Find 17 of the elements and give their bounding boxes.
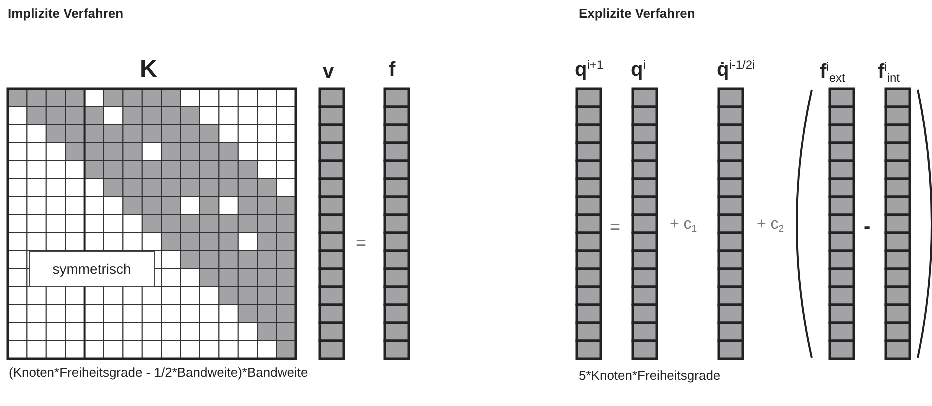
operator-term: + c$_{1}$	[670, 217, 698, 233]
matrix-symbol: K	[140, 58, 158, 82]
storage-formula: (Knoten*Freiheitsgrade - 1/2*Bandweite)*Bandweite	[9, 366, 308, 379]
vector-symbol: q$^{i+1}$	[575, 60, 604, 80]
operator-term: + c$_{2}$	[757, 217, 784, 233]
vector-symbol: q̇$^{i-1/2i}$	[717, 60, 756, 80]
box-text: symmetrisch	[52, 261, 132, 277]
vector-symbol: v	[323, 62, 334, 82]
minus-sign: -	[864, 217, 871, 237]
storage-formula: 5*Knoten*Freiheitsgrade	[579, 369, 721, 382]
equals-sign: =	[610, 218, 621, 236]
equals-sign: =	[356, 234, 367, 252]
section-heading: Implizite Verfahren	[8, 7, 124, 20]
vector-symbol: f	[389, 60, 396, 80]
annotation-box	[29, 251, 155, 287]
vector-symbol: q$^{i}$	[631, 60, 646, 80]
section-heading: Explizite Verfahren	[579, 7, 696, 20]
